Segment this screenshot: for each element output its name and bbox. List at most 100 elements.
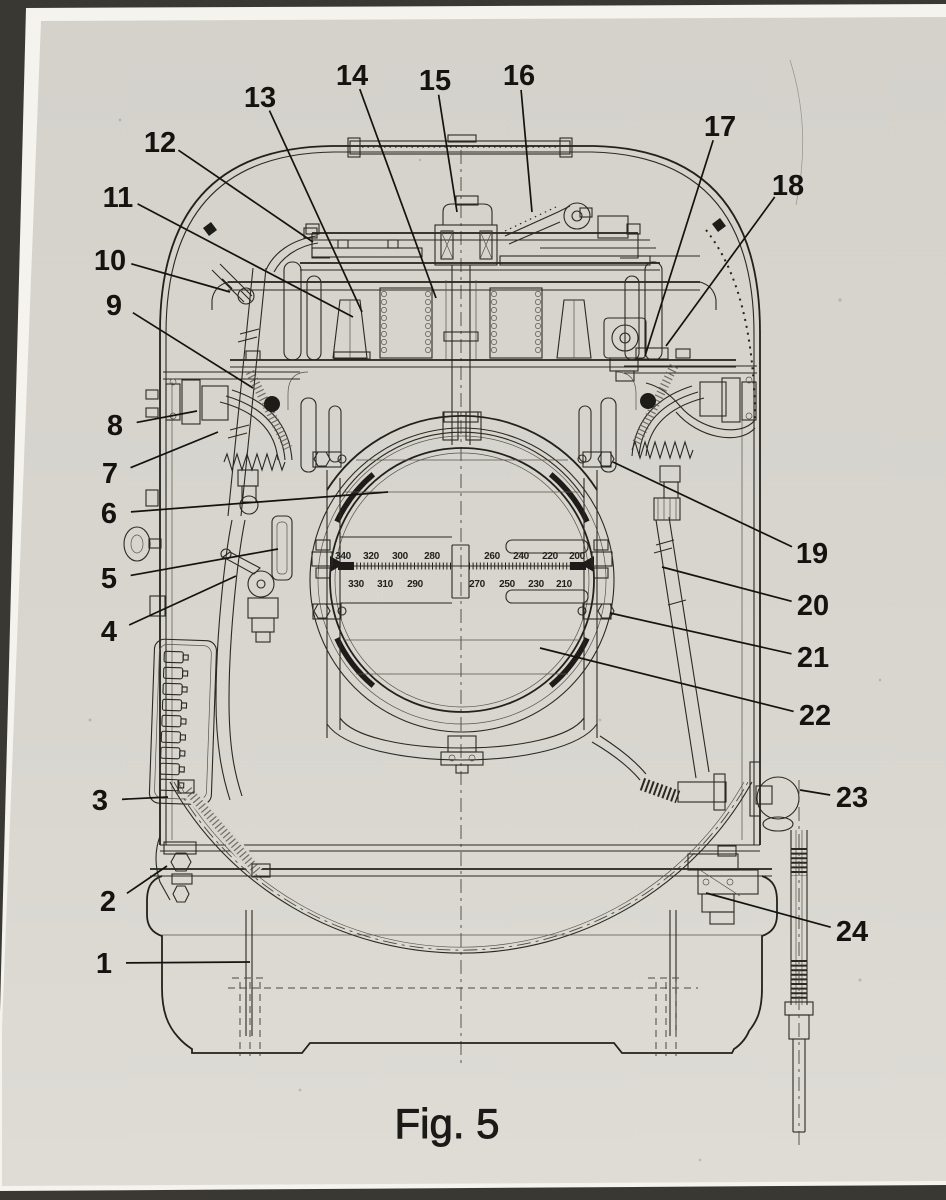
leader-line-10	[131, 263, 231, 293]
leader-line-8	[136, 410, 198, 424]
leader-line-1	[125, 961, 251, 964]
left-tube	[215, 267, 267, 801]
leader-line-18	[665, 196, 776, 347]
card-value-bottom: 310	[377, 579, 394, 590]
left-wall-assembly	[163, 369, 300, 515]
card-value-top: 220	[542, 551, 559, 562]
bracket-arm	[265, 235, 317, 271]
callout-22: 22	[799, 700, 831, 732]
leader-line-22	[539, 647, 794, 713]
leader-line-24	[705, 892, 831, 929]
callout-21: 21	[797, 642, 829, 674]
flexible-cable	[705, 229, 756, 421]
leader-line-6	[130, 491, 389, 513]
card-value-top: 280	[424, 551, 441, 562]
leader-line-20	[661, 566, 792, 603]
spring-right	[631, 440, 694, 460]
j-hook-right	[615, 371, 637, 410]
paper-crease	[789, 59, 804, 206]
callout-4: 4	[101, 616, 117, 648]
callout-2: 2	[100, 886, 116, 918]
dome-clamp-right	[712, 218, 726, 232]
leader-line-3	[121, 796, 169, 801]
callout-6: 6	[101, 498, 117, 530]
tilt-pin	[211, 263, 255, 305]
center-bearing	[434, 195, 498, 266]
follow-up-arch	[326, 415, 598, 491]
card-value-bottom: 250	[499, 579, 516, 590]
speckles	[88, 118, 882, 1162]
leader-line-14	[358, 88, 437, 299]
bottom-stem	[440, 735, 484, 774]
leader-line-17	[644, 140, 714, 357]
right-tube	[653, 516, 710, 779]
callout-15: 15	[419, 65, 451, 97]
callout-13: 13	[244, 82, 276, 114]
callout-20: 20	[797, 590, 829, 622]
trunnion-right	[591, 539, 613, 579]
callout-9: 9	[106, 290, 122, 322]
callout-14: 14	[336, 60, 368, 92]
leader-line-23	[799, 789, 831, 796]
gyrosphere-assembly	[300, 397, 617, 774]
card-value-bottom: 330	[348, 579, 365, 590]
elbow-and-hose	[591, 735, 814, 1148]
frame-clamp-bolts	[312, 451, 615, 620]
card-value-bottom: 290	[407, 579, 424, 590]
leader-line-16	[520, 89, 533, 213]
leader-line-5	[130, 548, 279, 577]
callout-23: 23	[836, 782, 868, 814]
callout-5: 5	[101, 563, 117, 595]
leader-line-13	[268, 110, 363, 313]
grease-cup-right	[640, 393, 656, 409]
callout-10: 10	[94, 245, 126, 277]
terminal-strip	[148, 638, 217, 806]
callout-12: 12	[144, 127, 176, 159]
trunnion-left	[311, 539, 333, 579]
elbow-bulb	[756, 776, 800, 820]
card-value-bottom: 270	[469, 579, 486, 590]
compass-card-bottom-row: 330 310 290 270 250 230 210	[348, 579, 573, 590]
union-fitting	[687, 845, 759, 925]
card-value-top: 320	[363, 551, 380, 562]
leader-line-21	[609, 612, 792, 655]
card-value-top: 260	[484, 551, 501, 562]
base	[146, 781, 778, 1056]
card-value-bottom: 210	[556, 579, 573, 590]
card-value-top: 340	[335, 551, 352, 562]
card-value-top: 200	[569, 551, 586, 562]
callout-3: 3	[92, 785, 108, 817]
callout-18: 18	[772, 170, 804, 202]
callout-17: 17	[704, 111, 736, 143]
leader-line-9	[132, 311, 254, 389]
callout-24: 24	[836, 916, 868, 948]
card-value-bottom: 230	[528, 579, 545, 590]
inner-bowl	[169, 781, 753, 954]
drawing	[88, 118, 882, 1162]
callout-1: 1	[96, 948, 112, 980]
left-wall-fittings	[123, 389, 166, 617]
leader-line-2	[126, 865, 168, 895]
clamp-assembly	[155, 835, 197, 903]
right-wall-assembly	[624, 364, 757, 521]
callout-16: 16	[503, 60, 535, 92]
dark-background-bottom	[0, 1185, 946, 1200]
callout-19: 19	[796, 538, 828, 570]
leader-line-19	[612, 461, 793, 548]
follow-up-transmitter	[603, 317, 647, 382]
handle-eye	[123, 526, 151, 562]
slipring-stack-left	[379, 287, 433, 359]
support-post-right	[556, 299, 592, 359]
leader-line-4	[128, 575, 237, 626]
slot-plate	[600, 397, 617, 473]
leader-line-15	[437, 94, 458, 213]
leader-line-12	[177, 149, 314, 243]
support-post-left	[332, 299, 368, 359]
callout-8: 8	[107, 410, 123, 442]
slipring-stack-right	[489, 287, 543, 359]
speed-correction-lever	[504, 202, 591, 245]
leader-line-7	[130, 431, 219, 469]
